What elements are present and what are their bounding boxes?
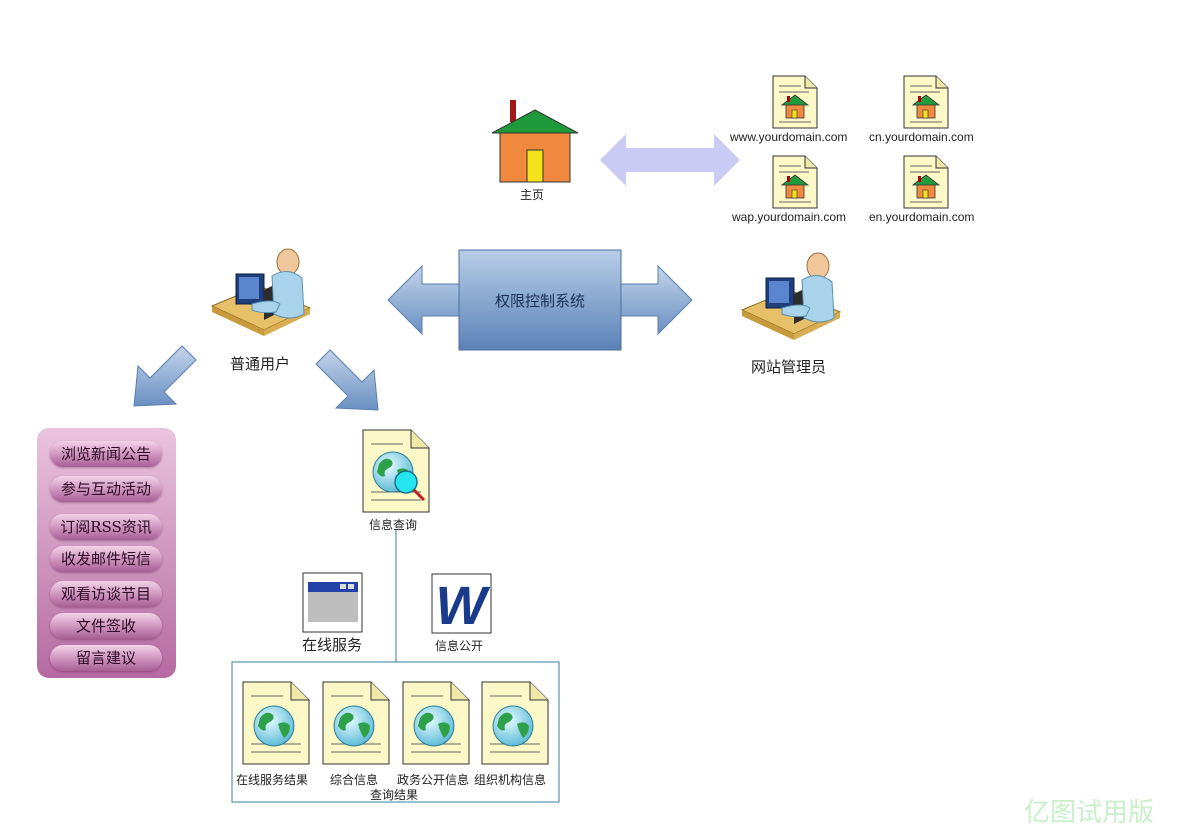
action-feedback[interactable]: 留言建议 <box>50 645 162 671</box>
home-icon <box>491 100 579 183</box>
permission-system-box <box>458 249 622 351</box>
result-label: 综合信息 <box>330 773 379 787</box>
watermark: 亿图试用版 <box>1024 798 1155 828</box>
domain-page-icon <box>903 75 949 129</box>
regular-user-label: 普通用户 <box>230 355 291 373</box>
domain-page-icon <box>903 155 949 209</box>
result-label: 组织机构信息 <box>474 773 547 787</box>
domain-page-icon <box>772 155 818 209</box>
admin-icon <box>741 252 841 341</box>
online-service-label: 在线服务 <box>302 636 363 654</box>
results-caption: 查询结果 <box>370 788 419 802</box>
action-file-receipt[interactable]: 文件签收 <box>50 613 162 639</box>
result-label: 政务公开信息 <box>397 773 470 787</box>
down-right-arrow <box>315 349 379 411</box>
info-disclosure-label: 信息公开 <box>435 639 484 653</box>
action-watch-interviews[interactable]: 观看访谈节目 <box>50 581 162 607</box>
left-arrow <box>387 264 463 336</box>
result-doc-icon <box>322 681 390 765</box>
svg-text:W: W <box>436 576 491 636</box>
permission-system-label: 权限控制系统 <box>494 292 585 310</box>
home-label: 主页 <box>520 188 545 202</box>
window-icon <box>302 572 363 633</box>
domain-label: en.yourdomain.com <box>869 210 975 224</box>
action-join-activities[interactable]: 参与互动活动 <box>50 476 162 502</box>
results-container <box>231 661 560 803</box>
action-browse-news[interactable]: 浏览新闻公告 <box>50 441 162 467</box>
down-left-arrow <box>133 345 197 407</box>
result-doc-icon <box>402 681 470 765</box>
domain-page-icon <box>772 75 818 129</box>
result-label: 在线服务结果 <box>236 773 309 787</box>
domain-label: wap.yourdomain.com <box>732 210 847 224</box>
admin-label: 网站管理员 <box>751 358 827 376</box>
info-query-label: 信息查询 <box>369 518 418 532</box>
word-document-icon: W <box>431 573 492 636</box>
regular-user-icon <box>211 248 311 337</box>
domain-label: www.yourdomain.com <box>730 130 848 144</box>
right-arrow <box>617 264 693 336</box>
home-domains-double-arrow <box>600 134 740 186</box>
action-mail-sms[interactable]: 收发邮件短信 <box>50 546 162 572</box>
info-query-icon <box>362 429 430 513</box>
result-doc-icon <box>481 681 549 765</box>
result-doc-icon <box>242 681 310 765</box>
domain-label: cn.yourdomain.com <box>869 130 974 144</box>
action-subscribe-rss[interactable]: 订阅RSS资讯 <box>50 514 162 540</box>
